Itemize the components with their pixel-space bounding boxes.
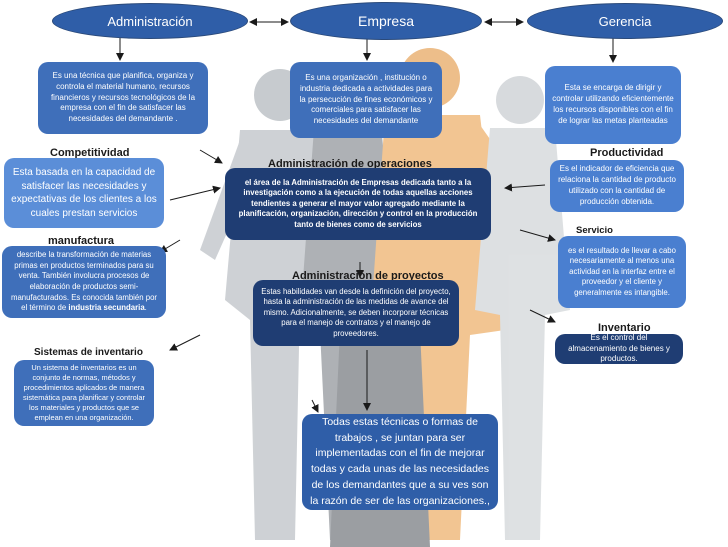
manufactura-title: manufactura	[48, 235, 115, 247]
inventario-box: Es el control del almacenamiento de bien…	[555, 333, 683, 364]
productividad-title: Productividad	[590, 147, 664, 159]
figure-head	[496, 76, 544, 124]
competitividad-title: Competitividad	[50, 147, 130, 159]
empresa-description: Es una organización , institución o indu…	[290, 62, 442, 138]
servicio-title: Servicio	[576, 225, 613, 236]
administracion-label: Administración	[107, 13, 193, 29]
conclusion-box: Todas estas técnicas o formas de trabajo…	[302, 414, 498, 510]
competitividad-box: Esta basada en la capacidad de satisface…	[4, 158, 164, 228]
inventario-title: Inventario	[598, 322, 651, 334]
sistemas-inventario-title: Sistemas de inventario	[34, 347, 143, 358]
operaciones-box: el área de la Administración de Empresas…	[225, 168, 491, 240]
sistemas-inventario-box: Un sistema de inventarios es un conjunto…	[14, 360, 154, 426]
administracion-description: Es una técnica que planifica, organiza y…	[38, 62, 208, 134]
operaciones-title: Administración de operaciones	[268, 158, 432, 170]
empresa-node: Empresa	[290, 2, 482, 40]
gerencia-label: Gerencia	[598, 13, 652, 29]
gerencia-description: Esta se encarga de dirigir y controlar u…	[545, 66, 681, 144]
proyectos-box: Estas habilidades van desde la definició…	[253, 280, 459, 346]
gerencia-node: Gerencia	[527, 3, 723, 39]
servicio-box: es el resultado de llevar a cabo necesar…	[558, 236, 686, 308]
proyectos-title: Administración de proyectos	[292, 270, 444, 282]
empresa-label: Empresa	[357, 13, 415, 29]
productividad-box: Es el indicador de eficiencia que relaci…	[550, 160, 684, 212]
manufactura-box: describe la transformación de materias p…	[2, 246, 166, 318]
administracion-node: Administración	[52, 3, 248, 39]
